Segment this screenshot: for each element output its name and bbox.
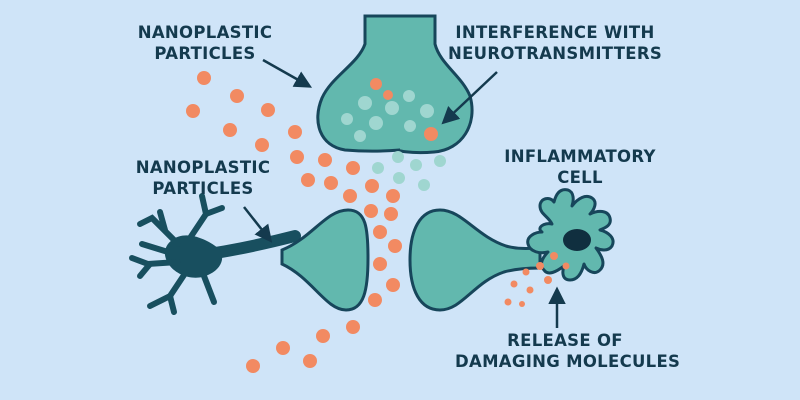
vesicle	[341, 113, 353, 125]
nanoplastic-particle	[197, 71, 211, 85]
inflammatory-cell	[526, 188, 615, 284]
label-interference-with-neurotransmitters: INTERFERENCE WITH NEUROTRANSMITTERS	[447, 23, 663, 63]
nanoplastic-particle	[343, 189, 357, 203]
pointer-arrows	[243, 58, 566, 328]
nanoplastic-particle	[370, 78, 382, 90]
neurotransmitter	[410, 159, 422, 171]
cell-nucleus	[563, 229, 591, 251]
nanoplastic-particle	[186, 104, 200, 118]
nanoplastic-particle	[316, 329, 330, 343]
nanoplastic-particle	[384, 207, 398, 221]
arrow-interference	[441, 71, 498, 125]
nanoplastic-particle	[386, 278, 400, 292]
neurotransmitter	[372, 162, 384, 174]
dendrites	[129, 193, 225, 315]
neurotransmitter	[393, 172, 405, 184]
damaging-molecule	[519, 301, 525, 307]
nanoplastic-particle	[246, 359, 260, 373]
damaging-molecule	[504, 298, 512, 306]
vesicle	[404, 120, 416, 132]
vesicles	[341, 90, 434, 142]
damaging-molecule	[510, 280, 518, 288]
nanoplastic-particle	[223, 123, 237, 137]
label-inflammatory-cell: INFLAMMATORY CELL	[504, 147, 656, 187]
nanoplastic-particle	[365, 179, 379, 193]
nanoplastic-particle	[424, 127, 438, 141]
vesicle	[403, 90, 415, 102]
nanoplastic-particle	[255, 138, 269, 152]
vesicle	[358, 96, 372, 110]
neurotransmitter	[434, 155, 446, 167]
nanoplastic-particle	[318, 153, 332, 167]
nanoplastic-particle	[230, 89, 244, 103]
neurotransmitter	[392, 151, 404, 163]
damaging-molecule	[526, 286, 534, 294]
vesicle	[420, 104, 434, 118]
left-neuron	[129, 193, 370, 315]
nanoplastic-particle	[368, 293, 382, 307]
nanoplastic-particle	[388, 239, 402, 253]
nanoplastic-particle	[276, 341, 290, 355]
damaging-molecule	[522, 268, 530, 276]
nanoplastic-particle	[386, 189, 400, 203]
vesicle	[385, 101, 399, 115]
arrow-particles-mid	[243, 206, 273, 243]
nanoplastic-particle	[324, 176, 338, 190]
neurotransmitter	[418, 179, 430, 191]
nanoplastic-particle	[346, 320, 360, 334]
nanoplastic-particle	[383, 90, 393, 100]
nanoplastic-particle	[261, 103, 275, 117]
nanoplastic-particle	[290, 150, 304, 164]
nanoplastic-particle	[373, 257, 387, 271]
postsynaptic-neuron	[408, 208, 542, 312]
axon-terminal	[280, 208, 370, 312]
vesicle	[354, 130, 366, 142]
nanoplastic-particle	[373, 225, 387, 239]
nanoplastic-particle	[364, 204, 378, 218]
nanoplastic-particle	[288, 125, 302, 139]
nanoplastic-particle	[301, 173, 315, 187]
label-nanoplastic-particles-mid: NANOPLASTIC PARTICLES	[135, 158, 271, 198]
inner-particles	[536, 252, 570, 284]
damaging-molecules	[504, 268, 534, 307]
nanoplastic-stream	[186, 71, 402, 373]
label-release-of-damaging-molecules: RELEASE OF DAMAGING MOLECULES	[455, 331, 681, 371]
arrow-particles-top	[262, 58, 313, 88]
particles-in-terminal	[370, 78, 438, 141]
vesicle	[369, 116, 383, 130]
nanoplastic-particle	[346, 161, 360, 175]
label-nanoplastic-particles-top: NANOPLASTIC PARTICLES	[137, 23, 273, 63]
nanoplastic-particle	[303, 354, 317, 368]
released-neurotransmitters	[372, 151, 446, 191]
presynaptic-terminal	[316, 14, 474, 155]
